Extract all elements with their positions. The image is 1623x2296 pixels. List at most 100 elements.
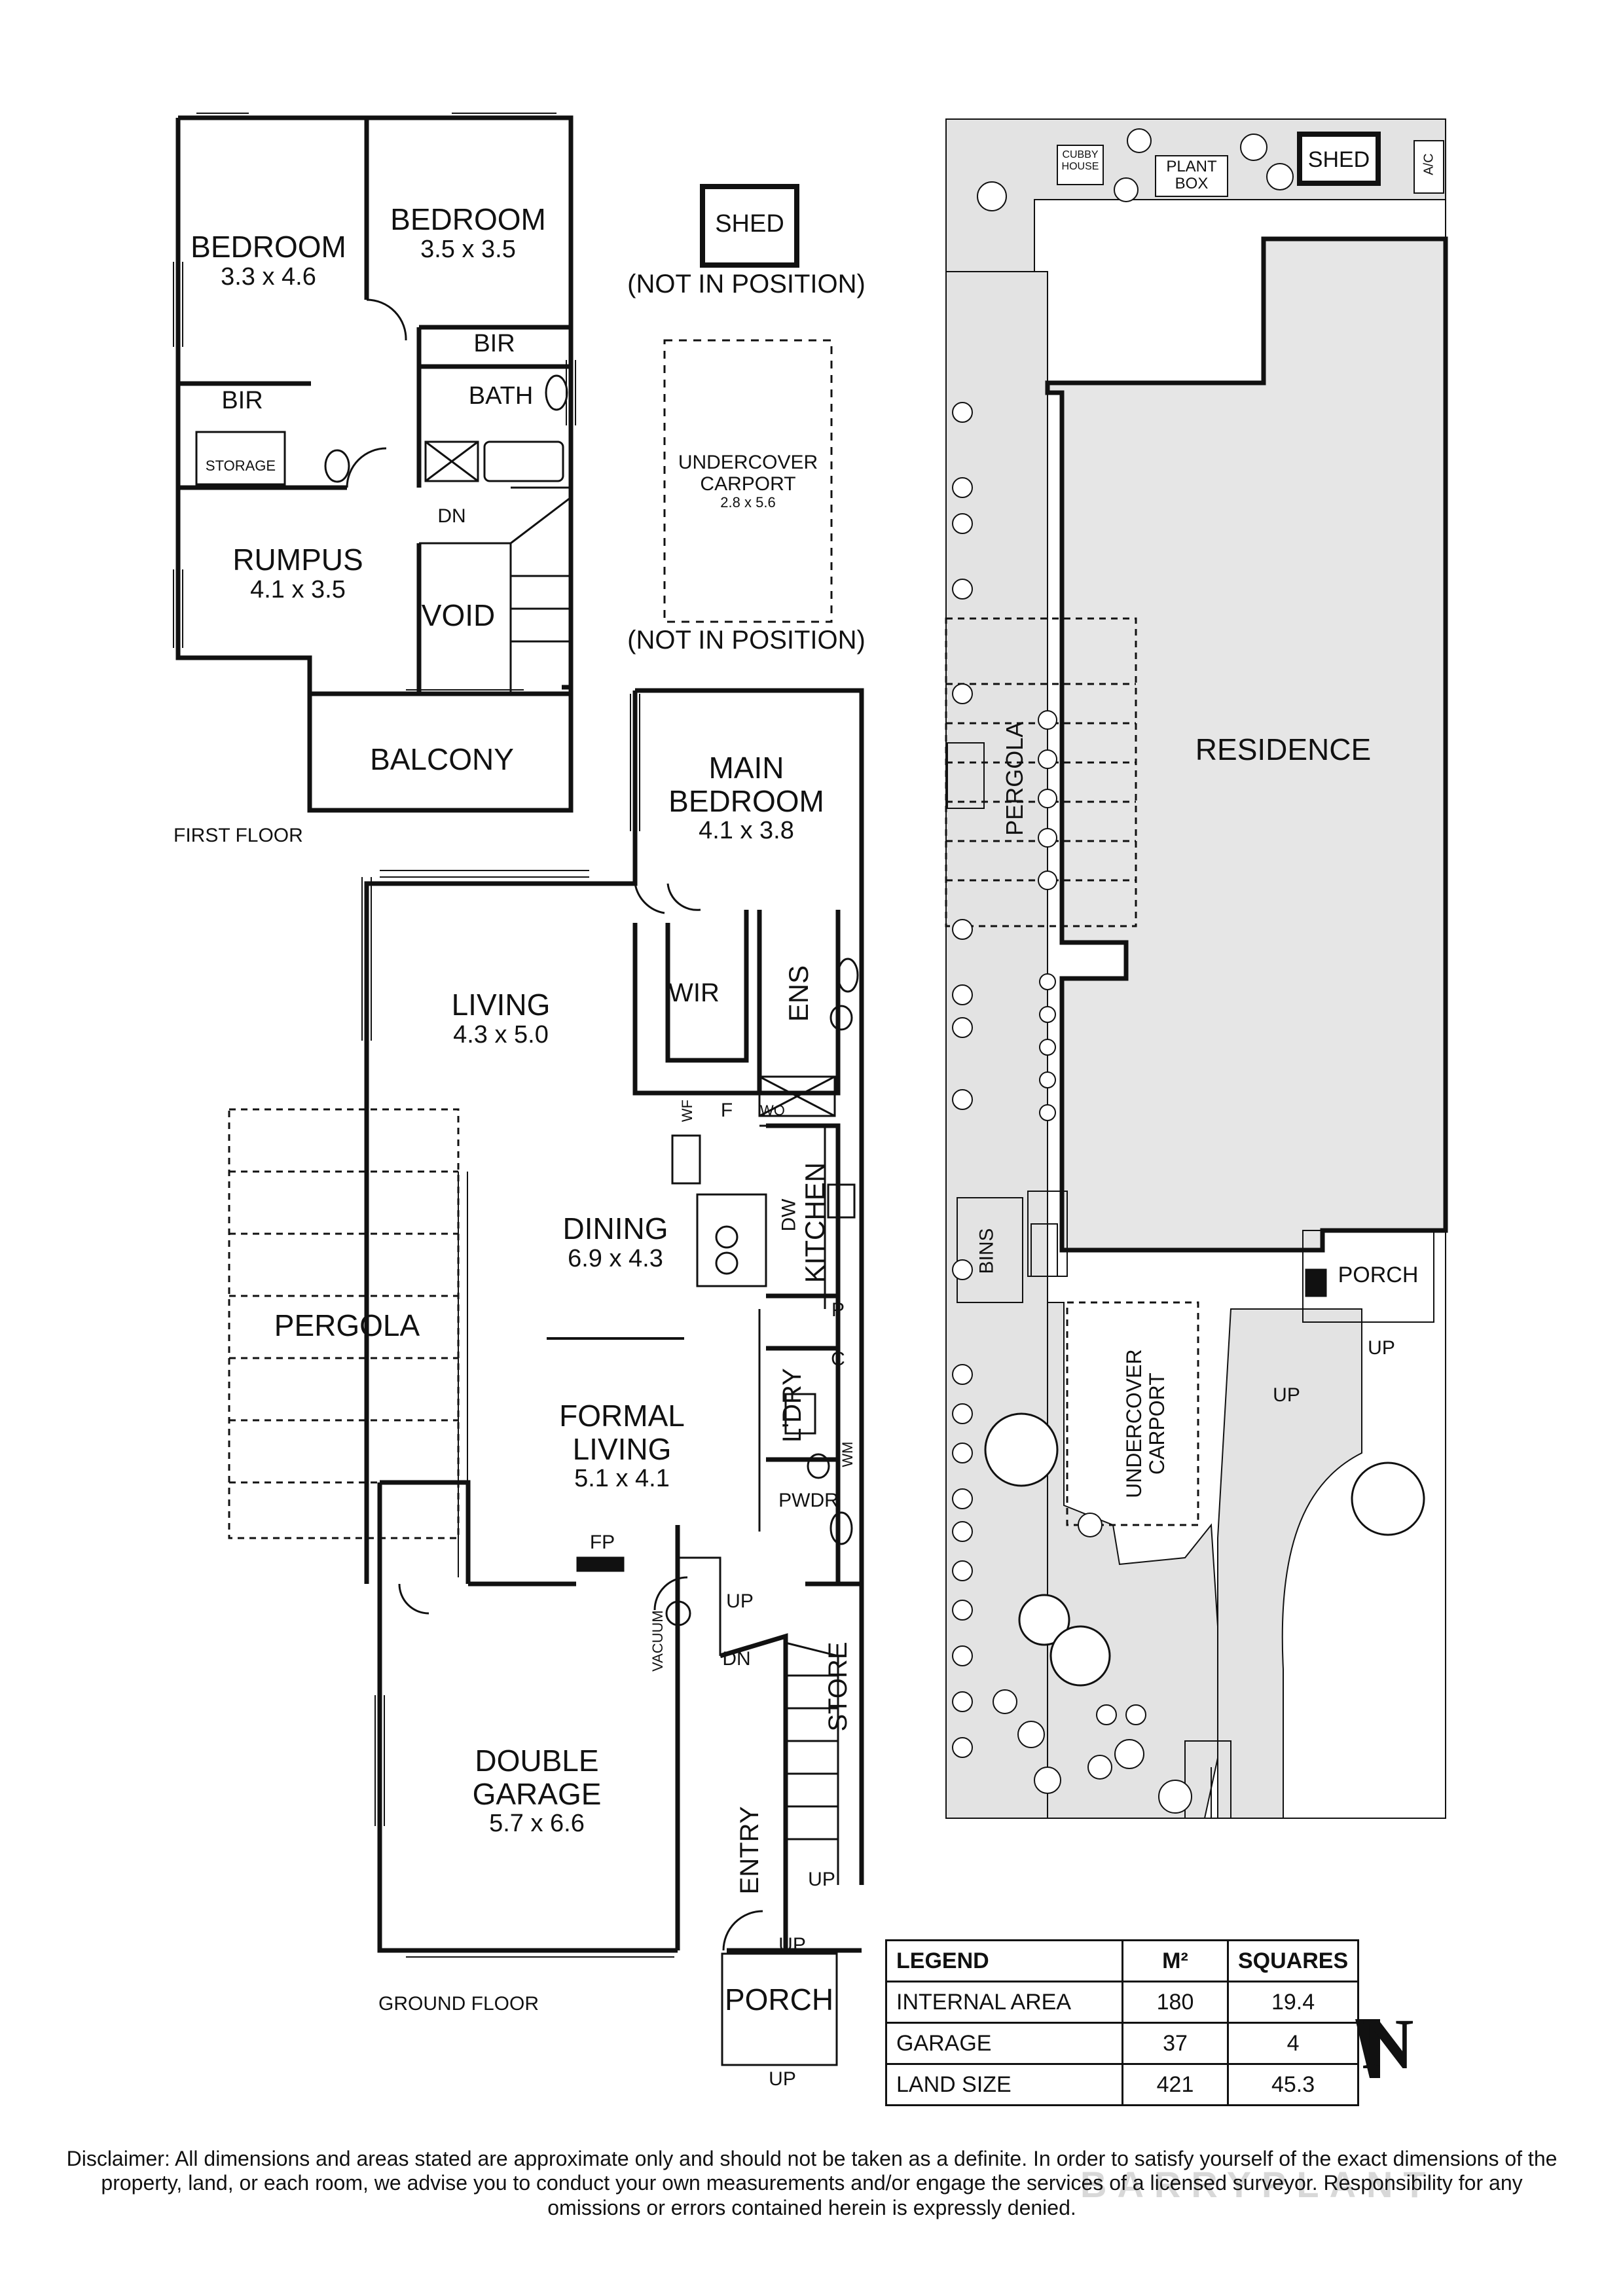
room-name: MAIN BEDROOM — [668, 751, 824, 818]
room-dims: 3.3 x 4.6 — [221, 262, 316, 291]
room-powder: PWDR — [778, 1490, 839, 1511]
label-wf: WF — [678, 1100, 695, 1122]
room-store: STORE — [824, 1641, 852, 1732]
site-plan — [945, 118, 1448, 1819]
carport-outline — [663, 339, 833, 623]
ground-floor-label: GROUND FLOOR — [378, 1993, 539, 2015]
legend-cell-squares: 45.3 — [1226, 2063, 1360, 2106]
room-dims: 3.5 x 3.5 — [420, 235, 516, 263]
room-ens: ENS — [782, 965, 814, 1022]
room-rumpus: RUMPUS 4.1 x 3.5 — [203, 543, 393, 603]
north-label: N — [1362, 2004, 1414, 2084]
pergola-dashed — [228, 1108, 460, 1539]
site-bins: BINS — [976, 1228, 998, 1274]
room-wir: WIR — [668, 978, 720, 1007]
site-porch: PORCH — [1338, 1263, 1419, 1287]
fireplace — [576, 1556, 625, 1572]
site-plant-box: PLANT BOX — [1166, 158, 1217, 193]
first-floor-label: FIRST FLOOR — [173, 825, 303, 846]
legend-cell-label: INTERNAL AREA — [885, 1981, 1123, 2024]
detached-shed-label: SHED — [715, 210, 784, 238]
legend-row: LAND SIZE 421 45.3 — [885, 2063, 1360, 2106]
legend-cell-m2: 421 — [1122, 2063, 1229, 2106]
stair-up-label-4: UP — [769, 2068, 796, 2090]
room-bedroom-1: BEDROOM 3.3 x 4.6 — [187, 230, 350, 291]
carport-name: UNDERCOVER CARPORT — [678, 452, 818, 495]
room-name: DOUBLE GARAGE — [472, 1744, 602, 1811]
room-double-garage: DOUBLE GARAGE 5.7 x 6.6 — [445, 1744, 629, 1838]
area-legend-table: LEGEND M² SQUARES INTERNAL AREA 180 19.4… — [885, 1939, 1360, 2106]
legend-cell-m2: 37 — [1122, 2022, 1229, 2065]
ground-floor-walls — [364, 688, 864, 1953]
shed-outline — [700, 184, 799, 268]
room-dims: 6.9 x 4.3 — [568, 1244, 663, 1272]
legend-cell-squares: 4 — [1226, 2022, 1360, 2065]
carport-dims: 2.8 x 5.6 — [720, 494, 776, 511]
label-wo: WO — [760, 1102, 785, 1119]
legend-row: INTERNAL AREA 180 19.4 — [885, 1981, 1360, 2024]
label-dw: DW — [778, 1198, 800, 1232]
legend-header: LEGEND — [885, 1939, 1123, 1982]
ground-floor-fixtures — [398, 883, 859, 2066]
room-dims: 4.1 x 3.5 — [250, 575, 346, 603]
north-arrow-icon — [1355, 2019, 1380, 2078]
site-up-label-2: UP — [1273, 1384, 1300, 1406]
site-shrubs — [952, 402, 1192, 1814]
legend-header: SQUARES — [1226, 1939, 1360, 1982]
legend-cell-m2: 180 — [1122, 1981, 1229, 2024]
room-dims: 5.7 x 6.6 — [489, 1810, 585, 1838]
label-f: F — [720, 1100, 733, 1121]
room-entry: ENTRY — [735, 1806, 764, 1895]
legend-cell-label: GARAGE — [885, 2022, 1123, 2065]
site-pergola: PERGOLA — [1001, 721, 1029, 836]
room-name: FORMAL LIVING — [559, 1399, 685, 1466]
legend-cell-squares: 19.4 — [1226, 1981, 1360, 2024]
room-living: LIVING 4.3 x 5.0 — [406, 988, 596, 1049]
room-dims: 4.1 x 3.8 — [699, 817, 794, 845]
label-fireplace: FP — [589, 1532, 615, 1553]
room-bath: BATH — [468, 382, 534, 410]
stair-up-label-1: UP — [726, 1590, 754, 1612]
first-floor-windows — [173, 113, 576, 694]
stair-dn-label: DN — [437, 505, 466, 527]
room-name: LIVING — [451, 988, 551, 1022]
room-laundry: L'DRY — [778, 1368, 807, 1443]
room-dims: 4.3 x 5.0 — [453, 1020, 549, 1049]
legend-header-row: LEGEND M² SQUARES — [885, 1939, 1360, 1982]
room-dims: 5.1 x 4.1 — [574, 1465, 670, 1493]
label-pantry: P — [831, 1299, 845, 1321]
disclaimer-text: Disclaimer: All dimensions and areas sta… — [66, 2147, 1558, 2219]
room-storage: STORAGE — [205, 457, 276, 474]
detached-shed-note: (NOT IN POSITION) — [627, 270, 866, 298]
site-shed: SHED — [1307, 147, 1370, 172]
stair-dn-label-ground: DN — [722, 1648, 751, 1670]
stair-up-label-2: UP — [808, 1869, 835, 1890]
site-cubby-house: CUBBY HOUSE — [1061, 149, 1099, 172]
room-name: DINING — [562, 1211, 668, 1246]
detached-carport: UNDERCOVER CARPORT 2.8 x 5.6 — [665, 452, 831, 511]
legend-cell-label: LAND SIZE — [885, 2063, 1123, 2106]
room-porch: PORCH — [724, 1982, 834, 2017]
legend-row: GARAGE 37 4 — [885, 2022, 1360, 2065]
room-name: RUMPUS — [232, 543, 363, 577]
site-up-label-1: UP — [1368, 1337, 1395, 1359]
stair-up-label-3: UP — [778, 1934, 806, 1956]
detached-carport-note: (NOT IN POSITION) — [627, 626, 866, 655]
room-dining: DINING 6.9 x 4.3 — [530, 1212, 701, 1272]
first-floor-fixtures — [195, 298, 572, 694]
label-vacuum: VACUUM — [649, 1610, 666, 1672]
room-formal-living: FORMAL LIVING 5.1 x 4.1 — [537, 1399, 707, 1493]
room-bir-right: BIR — [473, 330, 515, 357]
label-cupboard: C — [831, 1348, 845, 1370]
site-carport: UNDERCOVER CARPORT — [1122, 1349, 1169, 1498]
room-name: BEDROOM — [390, 202, 546, 236]
room-bedroom-2: BEDROOM 3.5 x 3.5 — [373, 203, 563, 263]
room-balcony: BALCONY — [370, 742, 514, 776]
label-wm: WM — [839, 1441, 856, 1467]
room-bir-left: BIR — [221, 387, 263, 414]
room-main-bedroom: MAIN BEDROOM 4.1 x 3.8 — [661, 751, 831, 845]
watermark-logo: BARRYPLANT — [1080, 2164, 1436, 2205]
site-residence: RESIDENCE — [1195, 732, 1372, 766]
pergola-label: PERGOLA — [274, 1308, 420, 1342]
